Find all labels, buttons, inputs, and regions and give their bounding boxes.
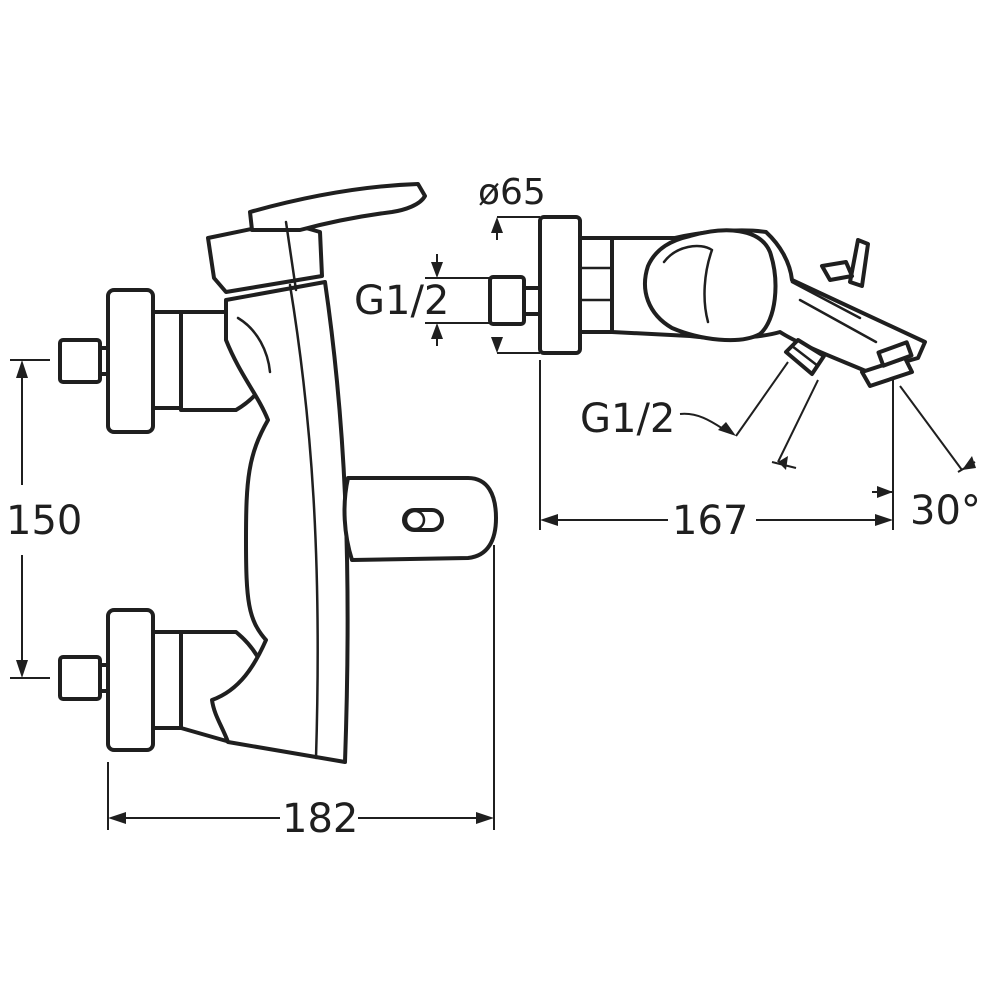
pin-base bbox=[820, 260, 854, 282]
side-connector bbox=[578, 236, 614, 334]
dimension-g12-left-label: G1/2 bbox=[354, 278, 449, 324]
dimension-diameter-label: ø65 bbox=[478, 172, 546, 213]
hose-connection bbox=[784, 338, 826, 376]
wall-flange bbox=[538, 215, 582, 355]
side-fitting bbox=[488, 275, 542, 326]
front-view: 150 182 bbox=[6, 182, 498, 842]
lever-arm bbox=[248, 182, 427, 232]
lever-handle bbox=[206, 182, 427, 294]
diverter-knob bbox=[342, 476, 498, 562]
spout-top-line bbox=[790, 280, 862, 320]
dimension-angle-label: 30° bbox=[910, 488, 981, 534]
side-view: G1/2 ø65 bbox=[354, 172, 981, 544]
dimension-g12-right-label: G1/2 bbox=[580, 396, 675, 442]
side-knob bbox=[643, 228, 778, 343]
connector-nut bbox=[578, 236, 614, 334]
dimension-150-label: 150 bbox=[6, 498, 82, 544]
side-diverter-pin bbox=[820, 238, 870, 288]
spout-lower-line bbox=[798, 298, 878, 344]
lever-base bbox=[206, 220, 324, 294]
lower-wheel-disc bbox=[106, 608, 155, 752]
lower-wheel-collar bbox=[151, 630, 183, 730]
outlet-ring bbox=[876, 340, 914, 368]
dimension-g12-left: G1/2 bbox=[354, 254, 490, 346]
side-knob-inner bbox=[662, 244, 714, 324]
upper-inlet-nut bbox=[58, 338, 102, 384]
mixer-body bbox=[210, 280, 350, 764]
dimension-182-label: 182 bbox=[282, 796, 358, 842]
upper-wheel-collar bbox=[151, 310, 183, 410]
lower-handwheel bbox=[58, 608, 183, 752]
spout-outlet bbox=[860, 340, 914, 388]
body-inner-edge bbox=[288, 283, 319, 760]
lower-inlet-nut bbox=[58, 655, 102, 701]
dimension-150: 150 bbox=[6, 359, 82, 679]
hose-nut-face bbox=[790, 344, 820, 368]
dimension-167: 167 bbox=[539, 360, 894, 544]
dimension-167-label: 167 bbox=[672, 498, 748, 544]
dimension-182: 182 bbox=[107, 545, 495, 842]
fitting-nut bbox=[488, 275, 526, 326]
upper-handwheel bbox=[58, 288, 183, 434]
dimension-diameter: ø65 bbox=[478, 172, 546, 354]
pin-stem bbox=[848, 238, 870, 288]
dimension-angle: 30° bbox=[872, 385, 981, 534]
dimension-g12-right: G1/2 bbox=[580, 361, 819, 470]
body-face-line bbox=[236, 316, 272, 374]
fitting-stem bbox=[522, 286, 542, 316]
upper-wheel-disc bbox=[106, 288, 155, 434]
diverter-dot bbox=[404, 509, 426, 531]
lever-shank bbox=[284, 220, 298, 292]
